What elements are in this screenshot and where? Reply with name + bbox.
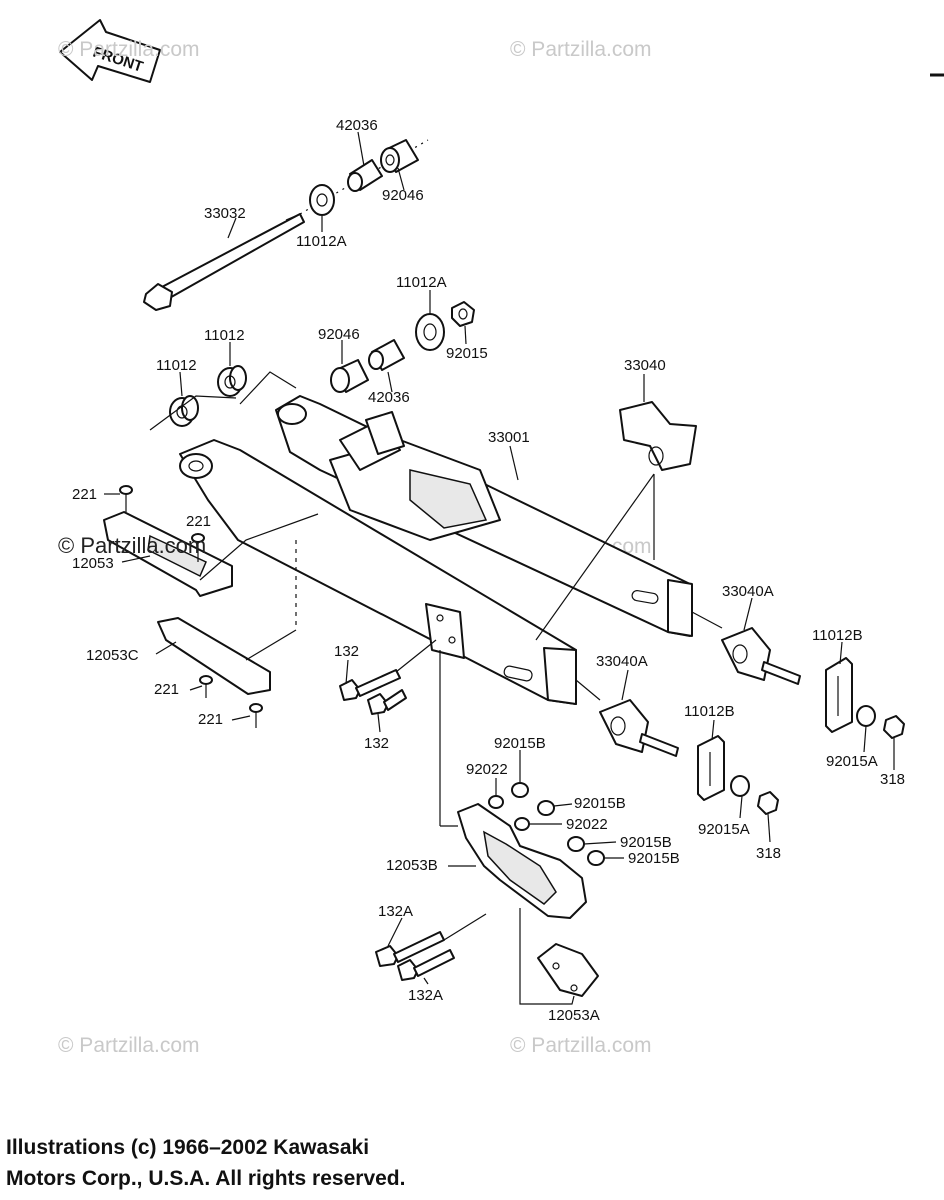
collar-92046-lower bbox=[330, 359, 369, 393]
bushing-11012-right bbox=[217, 365, 247, 397]
label-11012B-right: 11012B bbox=[812, 627, 863, 644]
bolt-132A-b bbox=[397, 949, 455, 981]
bearing-11012A-upper bbox=[309, 184, 335, 216]
label-92046-lower: 92046 bbox=[318, 326, 360, 343]
slider-c-leader bbox=[245, 629, 297, 661]
pivot-shaft-33032 bbox=[143, 213, 305, 311]
label-12053: 12053 bbox=[72, 555, 114, 572]
copyright-line-1: Illustrations (c) 1966–2002 Kawasaki bbox=[6, 1136, 370, 1159]
label-11012A-upper: 11012A bbox=[296, 233, 347, 250]
watermark-mid-left: © Partzilla.com bbox=[58, 533, 206, 558]
screw-221-c bbox=[199, 675, 213, 698]
label-318-left: 318 bbox=[756, 845, 781, 862]
sleeve-42036-lower bbox=[368, 339, 405, 371]
nut-92015B-b bbox=[537, 800, 555, 816]
label-92046-upper: 92046 bbox=[382, 187, 424, 204]
bolt-132-a bbox=[339, 669, 401, 701]
label-33040: 33040 bbox=[624, 357, 666, 374]
label-42036-upper: 42036 bbox=[336, 117, 378, 134]
label-221-d: 221 bbox=[198, 711, 223, 728]
label-33040A-left: 33040A bbox=[596, 653, 648, 670]
screw-221-a bbox=[119, 485, 133, 512]
label-42036-lower: 42036 bbox=[368, 389, 410, 406]
label-11012B-left: 11012B bbox=[684, 703, 735, 720]
label-132A-b: 132A bbox=[408, 987, 443, 1004]
label-318-right: 318 bbox=[880, 771, 905, 788]
guide-block-12053A bbox=[537, 943, 599, 997]
label-33032: 33032 bbox=[204, 205, 246, 222]
label-92015: 92015 bbox=[446, 345, 488, 362]
bolt-132A-leader bbox=[443, 913, 487, 941]
label-92015B-b: 92015B bbox=[574, 795, 626, 812]
label-132-a: 132 bbox=[334, 643, 359, 660]
nut-92015B-c bbox=[567, 836, 585, 852]
watermark-bottom-right: © Partzilla.com bbox=[510, 1034, 652, 1057]
axle-line-left bbox=[575, 679, 601, 701]
nut-92015B-d bbox=[587, 850, 605, 866]
label-33040A-right: 33040A bbox=[722, 583, 774, 600]
nut-92015A-left bbox=[730, 775, 750, 797]
bushing-11012-left bbox=[169, 395, 199, 427]
bushing-bracket-line-2 bbox=[239, 371, 297, 405]
label-221-a: 221 bbox=[72, 486, 97, 503]
swingarm-33001 bbox=[179, 395, 693, 705]
watermark-top-right: © Partzilla.com bbox=[510, 38, 652, 61]
bolt-132A-a bbox=[375, 931, 445, 967]
leader-12053A bbox=[519, 908, 575, 1005]
part-labels: 42036 92046 33032 11012A 11012A 92015 11… bbox=[58, 117, 905, 1024]
label-92022-a: 92022 bbox=[466, 761, 508, 778]
label-11012-right: 11012 bbox=[204, 327, 245, 344]
chain-adjuster-33040 bbox=[619, 401, 697, 471]
label-221-c: 221 bbox=[154, 681, 179, 698]
label-92015B-a: 92015B bbox=[494, 735, 546, 752]
label-132A-a: 132A bbox=[378, 903, 413, 920]
label-132-b: 132 bbox=[364, 735, 389, 752]
copyright-notice: Illustrations (c) 1966–2002 Kawasaki Mot… bbox=[6, 1132, 405, 1194]
chain-slider-12053C bbox=[157, 617, 271, 695]
label-11012A-lower: 11012A bbox=[396, 274, 447, 291]
label-11012-left: 11012 bbox=[156, 357, 197, 374]
label-92022-b: 92022 bbox=[566, 816, 608, 833]
label-12053B: 12053B bbox=[386, 857, 438, 874]
plate-11012B-left bbox=[697, 735, 725, 801]
label-92015B-c: 92015B bbox=[620, 834, 672, 851]
chain-guide-12053B bbox=[439, 650, 587, 919]
screw-221-b bbox=[191, 533, 205, 562]
washer-92022-b bbox=[514, 817, 530, 831]
label-92015A-left: 92015A bbox=[698, 821, 750, 838]
slider-leader bbox=[199, 513, 319, 581]
nut-92015 bbox=[451, 301, 475, 327]
plate-11012B-right bbox=[825, 657, 853, 733]
bolt-132-leader bbox=[395, 639, 437, 673]
leader-lines bbox=[104, 131, 895, 985]
nut-318-left bbox=[757, 791, 779, 815]
washer-92022-a bbox=[488, 795, 504, 809]
label-92015A-right: 92015A bbox=[826, 753, 878, 770]
nut-318-right bbox=[883, 715, 905, 739]
label-12053A: 12053A bbox=[548, 1007, 600, 1024]
collar-92046-upper bbox=[380, 139, 419, 173]
chain-adjuster-33040A-left bbox=[599, 699, 679, 757]
chain-slider-12053 bbox=[103, 511, 233, 597]
label-221-b: 221 bbox=[186, 513, 211, 530]
bushing-bracket-line bbox=[149, 395, 237, 431]
watermark-top-left: © Partzilla.com bbox=[58, 38, 200, 61]
bolt-132-b bbox=[367, 689, 407, 715]
nut-92015A-right bbox=[856, 705, 876, 727]
label-92015B-d: 92015B bbox=[628, 850, 680, 867]
watermark-bottom-left: © Partzilla.com bbox=[58, 1034, 200, 1057]
copyright-line-2: Motors Corp., U.S.A. All rights reserved… bbox=[6, 1167, 406, 1190]
label-33001: 33001 bbox=[488, 429, 530, 446]
sleeve-42036-upper bbox=[347, 159, 383, 192]
screw-221-d bbox=[249, 703, 263, 728]
bearing-11012A-lower bbox=[415, 313, 445, 351]
axle-line-right bbox=[691, 611, 723, 629]
nut-92015B-a bbox=[511, 782, 529, 798]
label-12053C: 12053C bbox=[86, 647, 139, 664]
chain-adjuster-33040A-right bbox=[721, 627, 801, 685]
leader-33040-diag bbox=[535, 473, 655, 641]
